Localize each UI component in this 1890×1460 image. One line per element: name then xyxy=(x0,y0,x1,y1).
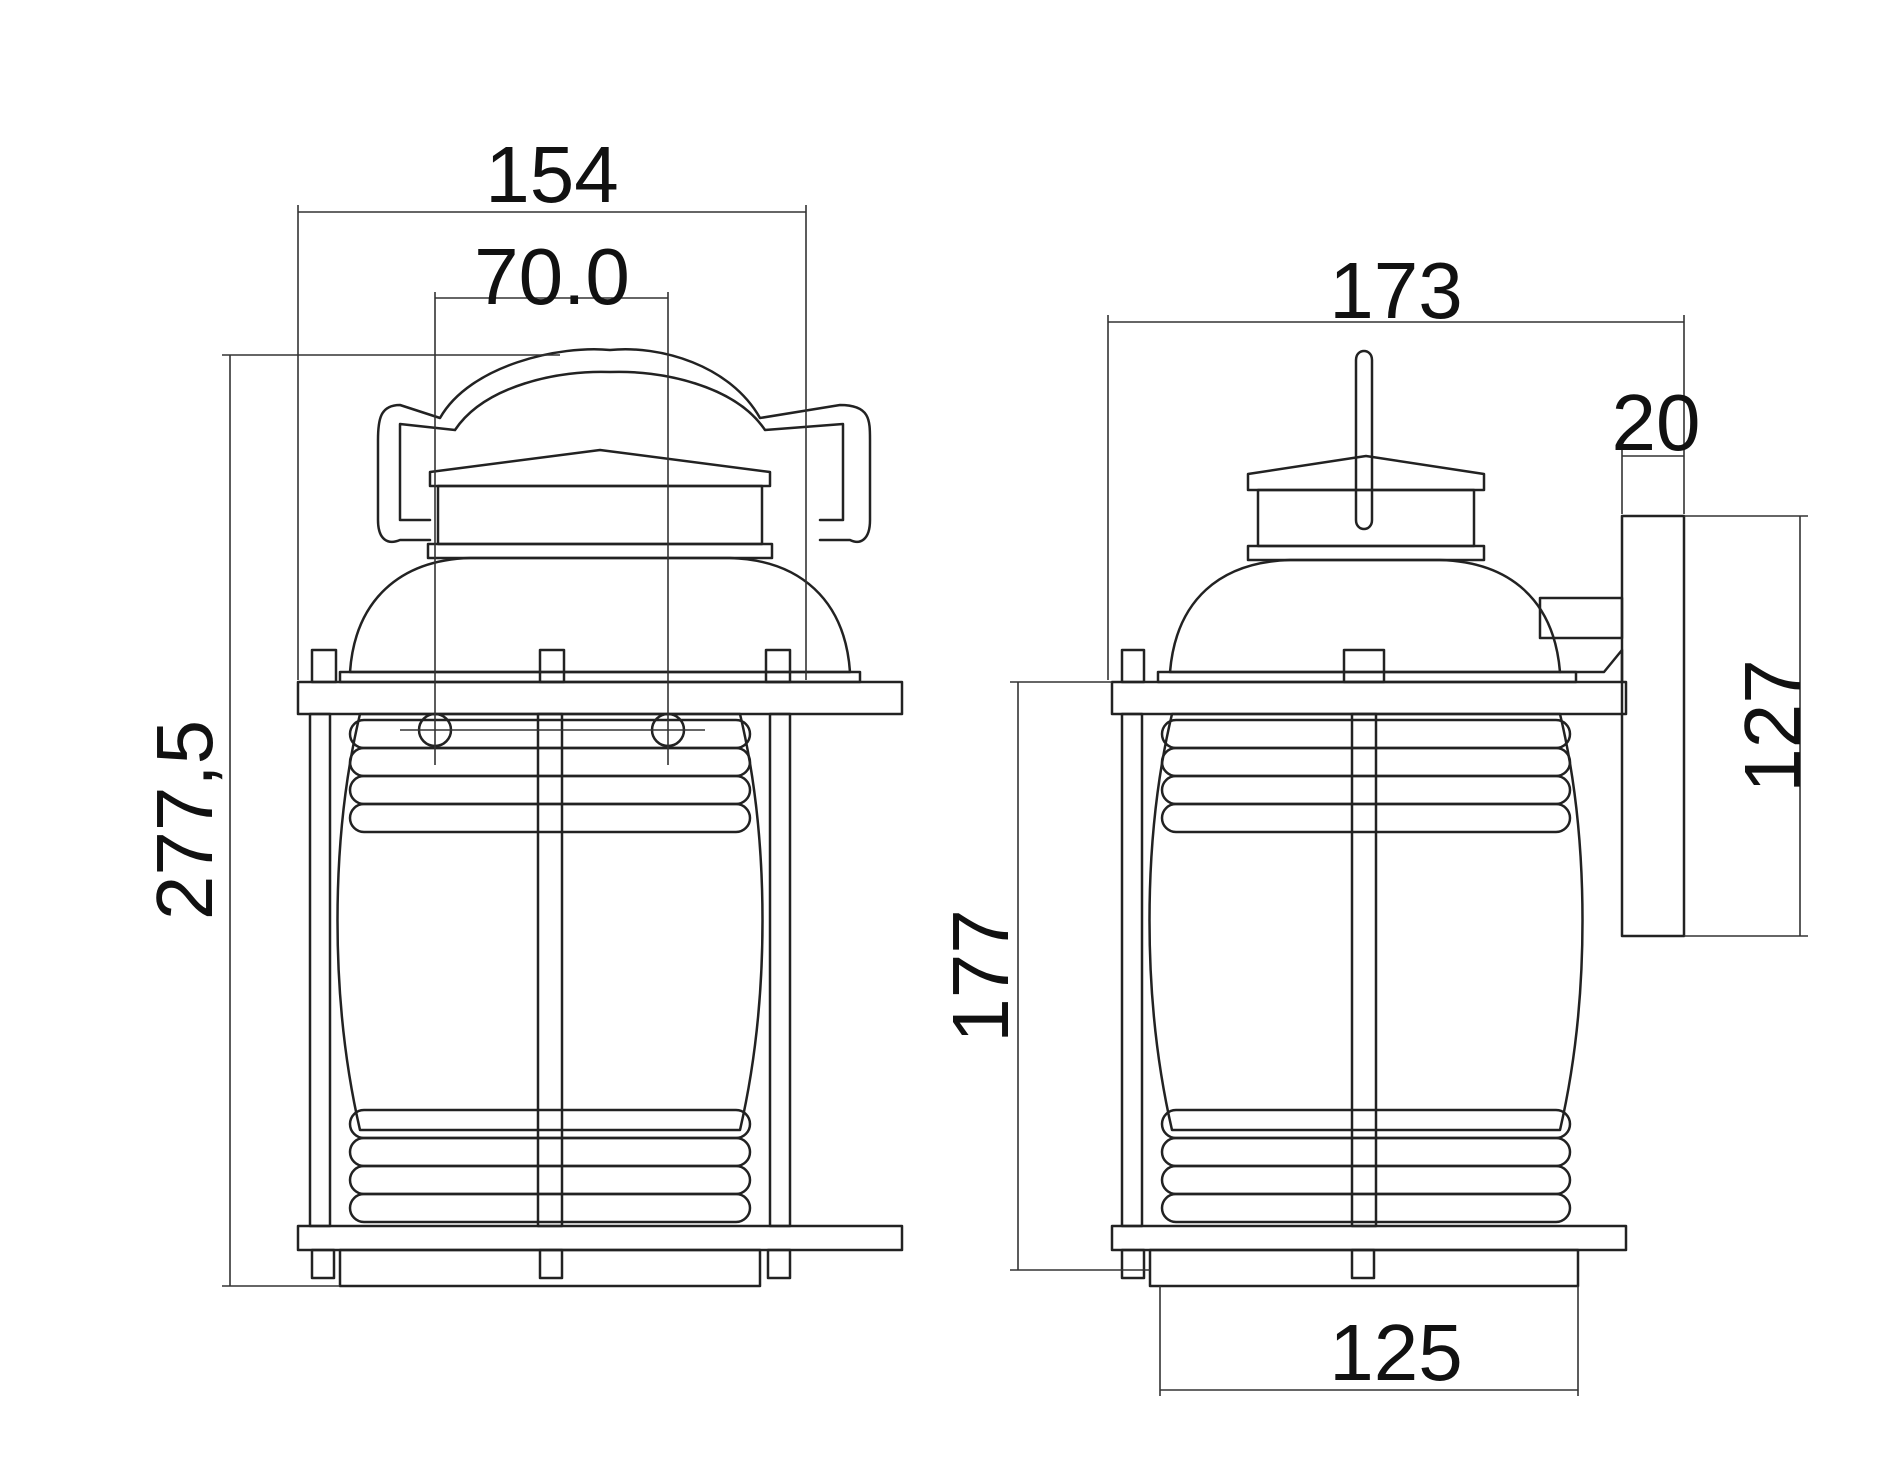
dim-side-width: 173 xyxy=(1329,246,1462,335)
front-top-frame xyxy=(296,680,904,716)
side-bottom-ribs xyxy=(1160,1108,1572,1224)
side-bottom-frame xyxy=(1110,1224,1628,1252)
front-right-post xyxy=(768,712,792,1228)
front-left-post xyxy=(308,712,332,1228)
dim-backplate-depth: 20 xyxy=(1612,378,1701,467)
front-glass xyxy=(336,712,764,1132)
front-bottom-ribs xyxy=(348,1108,752,1224)
front-top-cap xyxy=(428,448,772,488)
side-dimensions: 173 20 127 177 125 xyxy=(936,246,1817,1397)
dim-body-height: 177 xyxy=(936,909,1025,1042)
side-top-ribs xyxy=(1160,718,1572,834)
front-center-post xyxy=(536,712,564,1228)
side-center-post xyxy=(1350,712,1378,1228)
dim-backplate-height: 127 xyxy=(1728,659,1817,792)
side-base xyxy=(1148,1248,1580,1288)
dim-front-width: 154 xyxy=(485,130,618,219)
side-dome xyxy=(1168,558,1562,674)
front-base xyxy=(338,1248,762,1288)
dim-base-width: 125 xyxy=(1329,1308,1462,1397)
front-handle xyxy=(376,348,872,544)
side-left-post xyxy=(1120,712,1144,1228)
dim-total-height: 277,5 xyxy=(140,720,229,920)
side-top-cap xyxy=(1246,454,1486,492)
side-top-frame xyxy=(1110,680,1628,716)
side-glass xyxy=(1148,712,1584,1132)
front-top-ribs xyxy=(348,718,752,834)
side-hook xyxy=(1354,349,1374,531)
dim-mount-spacing: 70.0 xyxy=(474,232,630,321)
front-view xyxy=(296,348,904,1288)
side-view xyxy=(1110,349,1686,1288)
front-dome xyxy=(348,556,852,674)
front-bottom-frame xyxy=(296,1224,904,1252)
side-backplate xyxy=(1620,514,1686,938)
front-dimensions: 154 70.0 277,5 xyxy=(140,130,807,1287)
